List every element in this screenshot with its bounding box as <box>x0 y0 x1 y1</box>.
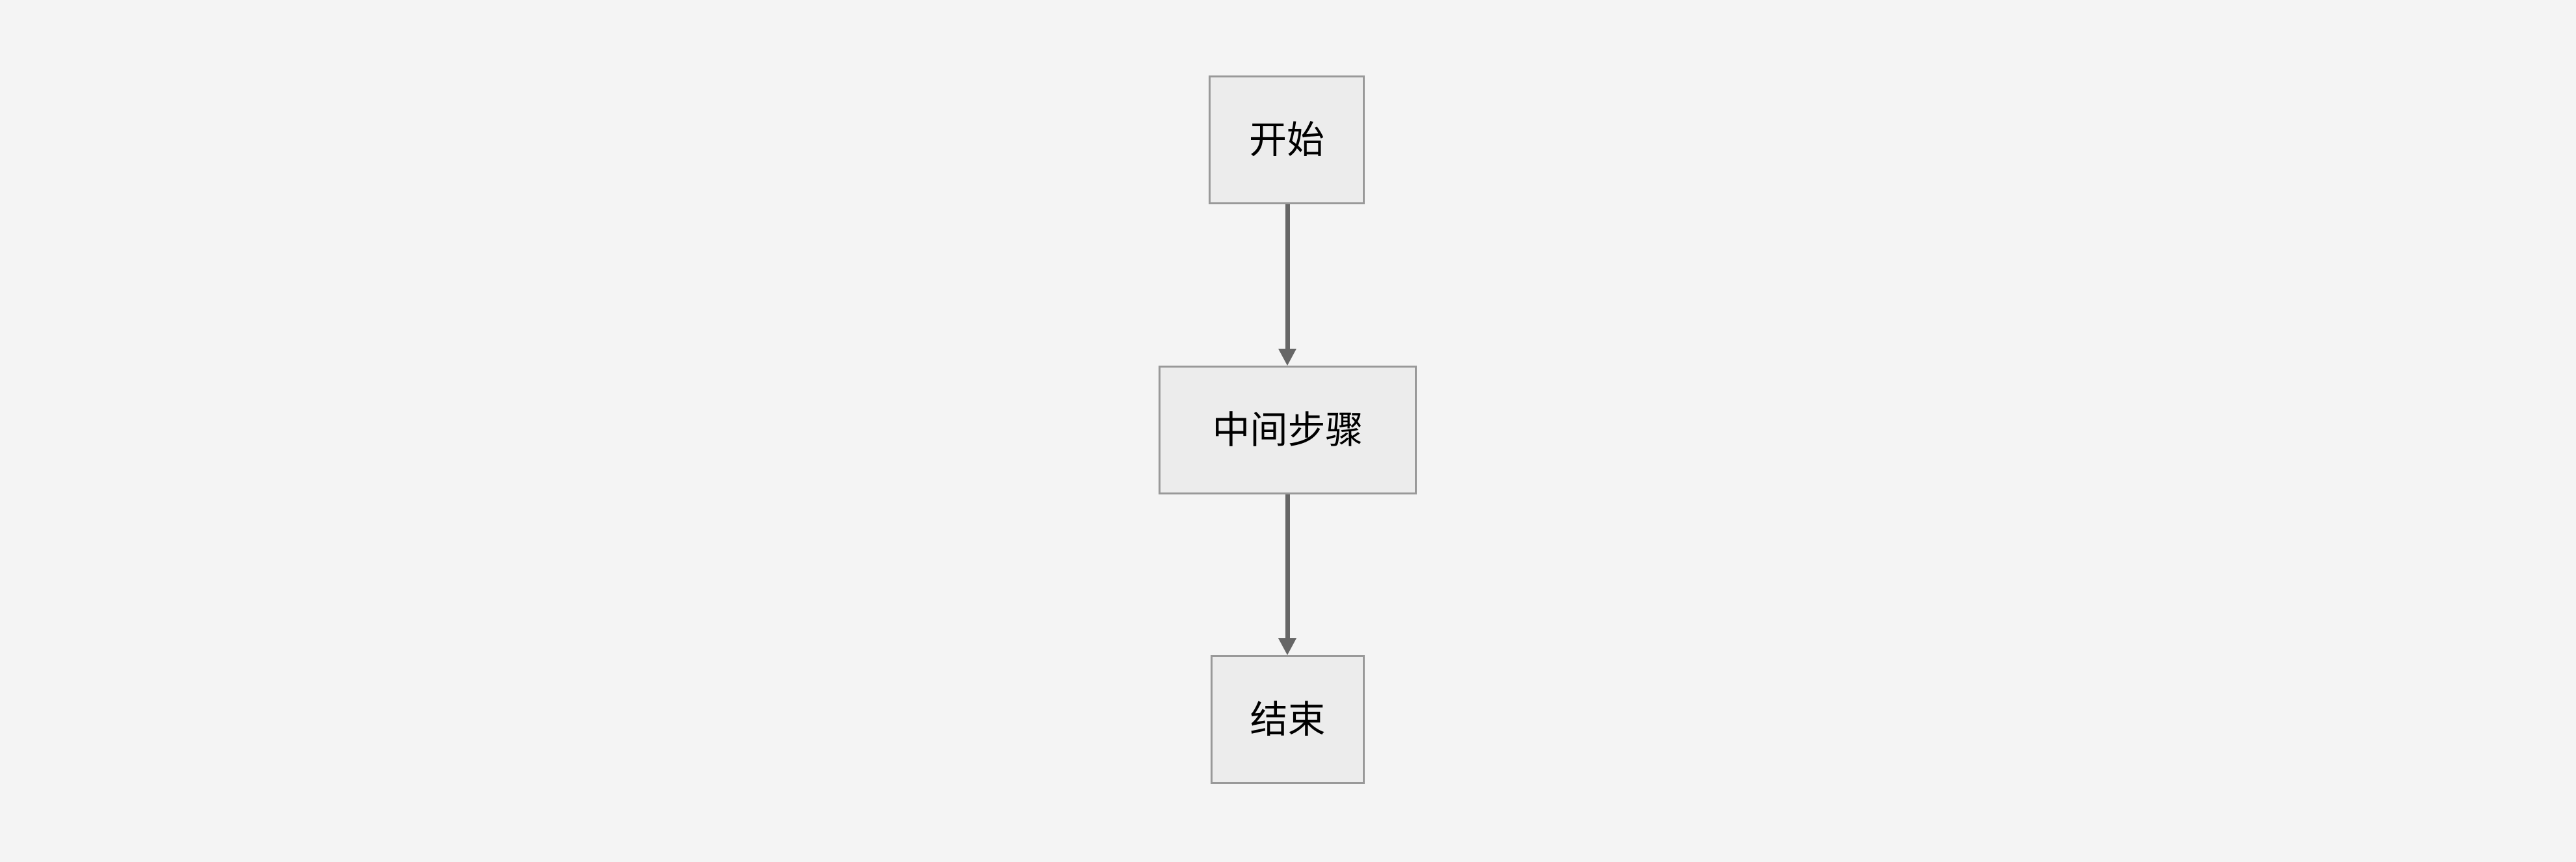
node-end-label: 结束 <box>1250 697 1326 742</box>
node-end[interactable]: 结束 <box>1211 655 1365 784</box>
arrow-down-icon <box>1278 638 1296 655</box>
edge-line <box>1285 494 1290 638</box>
arrow-down-icon <box>1278 349 1296 366</box>
edge-line <box>1285 204 1290 349</box>
node-middle[interactable]: 中间步骤 <box>1159 366 1417 494</box>
node-start[interactable]: 开始 <box>1209 75 1365 204</box>
node-middle-label: 中间步骤 <box>1212 408 1363 452</box>
node-start-label: 开始 <box>1248 118 1324 162</box>
